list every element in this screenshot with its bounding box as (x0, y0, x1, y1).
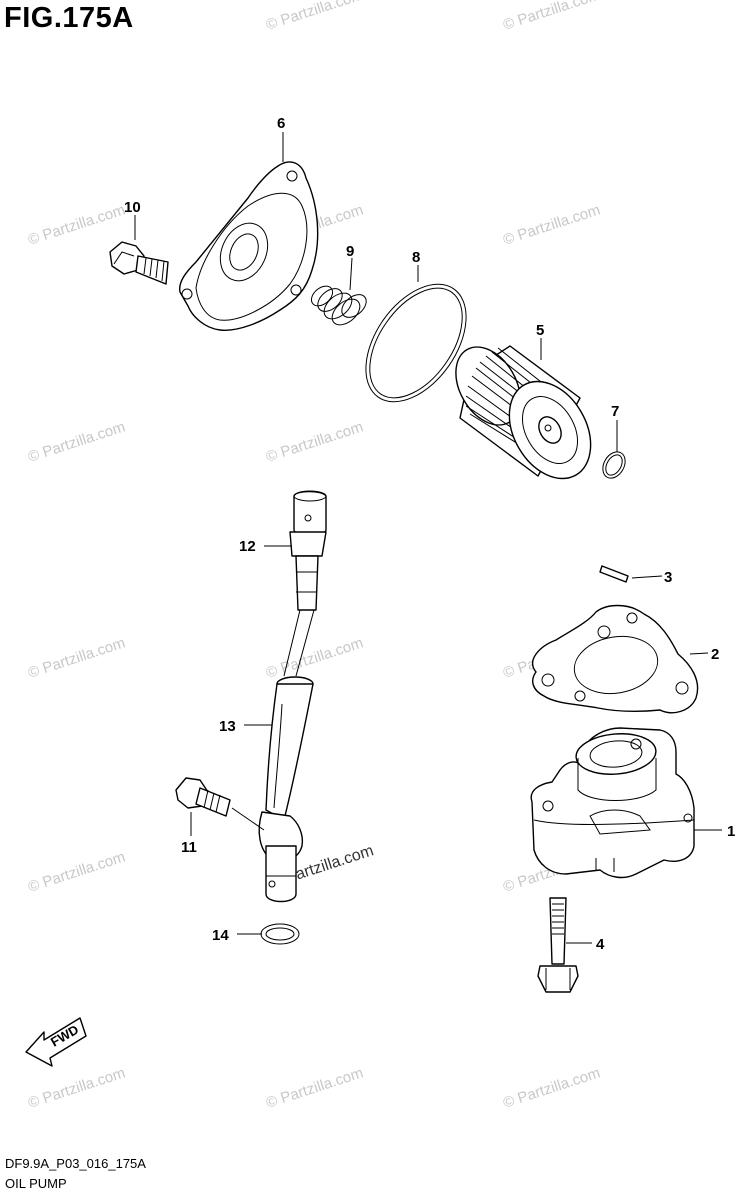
callout-5: 5 (536, 322, 544, 339)
callout-1: 1 (727, 823, 735, 840)
part-4-bolt (537, 897, 579, 993)
watermark: © Partzilla.com (264, 0, 365, 34)
section-name: OIL PUMP (5, 1176, 67, 1191)
callout-14: 14 (212, 927, 229, 944)
watermark: © Partzilla.com (501, 0, 602, 34)
callout-9: 9 (346, 243, 354, 260)
callout-4: 4 (596, 936, 605, 953)
part-8-o-ring (365, 283, 467, 403)
watermark: © Partzilla.com (264, 634, 365, 681)
watermark: © Partzilla.com (264, 418, 365, 465)
part-11-bolt (175, 777, 231, 817)
callout-8: 8 (412, 249, 420, 266)
callout-12: 12 (239, 538, 256, 555)
watermark: © Partzilla.com (26, 201, 127, 248)
watermark: © Partzilla.com (26, 634, 127, 681)
part-14-o-ring (260, 923, 300, 945)
part-2-gasket (531, 604, 699, 714)
fwd-direction-arrow: FWD (25, 1017, 87, 1067)
watermark: © Partzilla.com (26, 1064, 127, 1111)
part-1-oil-pump (530, 727, 695, 879)
figure-title: FIG.175A (4, 2, 134, 34)
part-13-oil-pipe (258, 676, 314, 903)
callout-6: 6 (277, 115, 285, 132)
part-12-pipe-fitting (283, 490, 327, 677)
diagram-code: DF9.9A_P03_016_175A (5, 1156, 146, 1171)
callout-7: 7 (611, 403, 619, 420)
part-7-small-o-ring (602, 451, 626, 479)
callout-10: 10 (124, 199, 141, 216)
watermark: © Partzilla.com (26, 418, 127, 465)
callout-3: 3 (664, 569, 672, 586)
watermark: © Partzilla.com (26, 848, 127, 895)
callout-13: 13 (219, 718, 236, 735)
callout-11: 11 (181, 839, 197, 856)
callout-2: 2 (711, 646, 719, 663)
leader-lines (134, 132, 722, 944)
callout-numbers: 6 10 9 8 5 7 12 3 2 13 1 11 14 4 (124, 115, 735, 953)
part-9-spring (310, 285, 367, 326)
watermark: © Partzilla.com (501, 201, 602, 248)
part-6-cover-plate (179, 161, 319, 331)
part-3-pin (599, 565, 629, 583)
part-10-bolt (109, 241, 169, 285)
watermark: © Partzilla.com (501, 1064, 602, 1111)
part-5-oil-filter (455, 345, 592, 480)
watermark: © Partzilla.com (264, 1064, 365, 1111)
